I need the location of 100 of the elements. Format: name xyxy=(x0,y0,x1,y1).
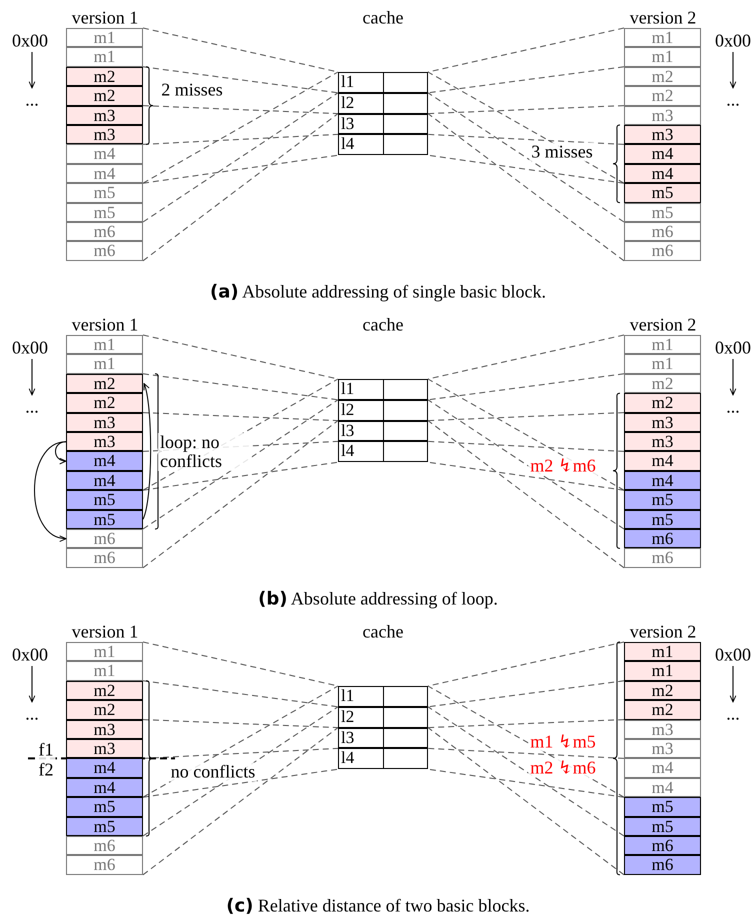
mapping-line xyxy=(428,113,624,262)
memory-cell: m5 xyxy=(624,202,701,222)
memory-cell: m3 xyxy=(66,412,143,432)
mapping-line xyxy=(142,412,338,422)
memory-cell: m5 xyxy=(624,510,701,529)
jump-arrow xyxy=(55,441,66,464)
memory-cell: m1 xyxy=(624,642,701,662)
mapping-line xyxy=(428,748,624,759)
memory-cell: m5 xyxy=(624,797,701,817)
memory-cell: m3 xyxy=(66,106,143,125)
mapping-line xyxy=(428,105,624,114)
memory-cell: m4 xyxy=(66,451,143,471)
memory-cell: m5 xyxy=(66,183,143,203)
memory-cell: m6 xyxy=(66,855,143,875)
column-title: version 1 xyxy=(72,622,138,642)
memory-cell: m1 xyxy=(624,335,701,354)
memory-cell: m6 xyxy=(624,222,701,242)
figure-caption: (a) Absolute addressing of single basic block. xyxy=(210,282,546,302)
bracket-label: no conflicts xyxy=(168,762,258,782)
mapping-line xyxy=(428,28,624,72)
memory-cell: m4 xyxy=(66,144,143,164)
mapping-line xyxy=(142,105,338,114)
memory-cell: m5 xyxy=(624,816,701,836)
mapping-line xyxy=(428,727,624,876)
mapping-line xyxy=(428,440,624,452)
memory-cell: m5 xyxy=(66,816,143,836)
memory-cell: m4 xyxy=(66,778,143,798)
mapping-line xyxy=(428,334,624,380)
mapping-line xyxy=(142,706,338,836)
figure-caption: (c) Relative distance of two basic blocks. xyxy=(226,896,530,916)
mapping-line xyxy=(428,706,624,836)
memory-cell: m6 xyxy=(624,836,701,856)
mapping-line xyxy=(428,719,624,728)
mapping-line xyxy=(428,412,624,422)
mapping-line xyxy=(142,72,338,184)
memory-cell: m4 xyxy=(66,758,143,778)
column-title: version 2 xyxy=(630,8,696,28)
column-title: version 2 xyxy=(630,622,696,642)
mapping-line xyxy=(428,399,624,530)
memory-cell: m6 xyxy=(624,529,701,548)
mapping-line xyxy=(142,420,338,568)
memory-cell: m4 xyxy=(624,451,701,471)
mapping-line xyxy=(142,134,338,145)
memory-cell: m2 xyxy=(624,86,701,106)
figure-caption: (b) Absolute addressing of loop. xyxy=(258,590,498,608)
memory-cell: m1 xyxy=(66,642,143,662)
memory-cell: m1 xyxy=(624,354,701,374)
mapping-line xyxy=(142,92,338,222)
memory-cell: m2 xyxy=(624,393,701,413)
memory-cell: m6 xyxy=(66,836,143,856)
conflict-label: m2 ↯m6 xyxy=(528,456,598,476)
memory-cell: m6 xyxy=(66,548,143,568)
column-title: version 1 xyxy=(72,8,138,28)
mapping-line xyxy=(428,92,624,222)
memory-cell: m4 xyxy=(624,778,701,798)
memory-cell: m2 xyxy=(624,66,701,86)
memory-cell: m4 xyxy=(624,758,701,778)
memory-cell: m1 xyxy=(66,661,143,681)
conflict-label: m2 ↯m6 xyxy=(528,758,598,778)
memory-cell: m1 xyxy=(624,661,701,681)
mapping-line xyxy=(428,66,624,94)
memory-cell: m3 xyxy=(66,125,143,144)
mapping-line xyxy=(142,462,338,491)
mapping-line xyxy=(142,66,338,94)
mapping-line xyxy=(142,768,338,798)
memory-cell: m6 xyxy=(624,548,701,568)
mapping-line xyxy=(428,72,624,184)
memory-cell: m3 xyxy=(66,739,143,758)
memory-cell: m1 xyxy=(66,47,143,67)
memory-cell: m3 xyxy=(624,739,701,758)
mapping-line xyxy=(428,768,624,798)
mapping-line xyxy=(142,748,338,759)
memory-cell: m1 xyxy=(66,335,143,354)
column-title: version 2 xyxy=(630,316,696,334)
memory-cell: m2 xyxy=(624,680,701,700)
column-title: cache xyxy=(362,316,404,334)
mapping-line xyxy=(428,680,624,708)
bracket-label: loop: no conflicts xyxy=(158,433,252,471)
memory-cell: m4 xyxy=(66,164,143,184)
conflict-label: m1 ↯m5 xyxy=(528,732,598,752)
mapping-line xyxy=(428,373,624,400)
memory-cell: m2 xyxy=(66,680,143,700)
column-title: cache xyxy=(362,622,404,642)
mapping-line xyxy=(142,154,338,184)
memory-cell: m3 xyxy=(66,720,143,739)
memory-cell: m3 xyxy=(624,106,701,125)
mapping-line xyxy=(428,154,624,184)
mapping-line xyxy=(428,134,624,145)
memory-cell: m3 xyxy=(66,432,143,452)
memory-cell: m5 xyxy=(66,490,143,510)
memory-cell: m2 xyxy=(624,374,701,394)
memory-cell: m2 xyxy=(624,700,701,720)
memory-cell: m4 xyxy=(624,144,701,164)
jump-arrow xyxy=(142,383,152,520)
memory-cell: m5 xyxy=(624,490,701,510)
memory-cell: m3 xyxy=(624,412,701,432)
jump-arrow xyxy=(34,441,66,541)
memory-cell: m5 xyxy=(66,797,143,817)
memory-cell: m1 xyxy=(66,28,143,48)
mapping-line xyxy=(428,642,624,686)
